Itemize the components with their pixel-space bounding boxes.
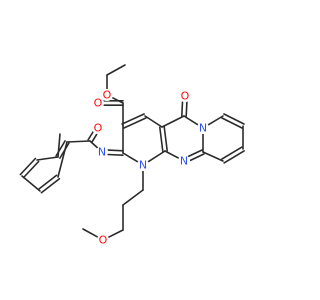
- bond-p1-p2-line2: [223, 113, 245, 125]
- bond-c_amide-o_amide-line1: [91, 133, 98, 143]
- atom-label-o: O: [99, 234, 108, 247]
- bond-c2-n_imine-line1: [107, 149, 124, 152]
- atom-label-n: N: [139, 159, 147, 172]
- bond-c6a-n11-line1: [187, 149, 203, 158]
- bond-b2-b3: [36, 156, 59, 161]
- bond-b3-b4-line2: [22, 160, 40, 179]
- atom-label-background: [179, 90, 191, 102]
- atom-label-background: [97, 234, 109, 246]
- bond-b3-b4-line1: [19, 157, 37, 176]
- bonds-layer: [19, 64, 245, 239]
- atom-label-o: O: [103, 89, 112, 102]
- bond-b5-b6-line1: [40, 177, 61, 194]
- atom-label-background: [101, 89, 113, 101]
- bond-o_ether-c_ome: [82, 228, 99, 238]
- bond-c3-c4-line2: [121, 113, 145, 125]
- bond-n6-p1: [207, 115, 224, 126]
- bond-c5-o5-line1: [185, 101, 188, 117]
- atom-o5: O: [179, 90, 191, 103]
- bond-c5-n6: [183, 115, 199, 126]
- bond-p3-p4-line2: [223, 150, 245, 164]
- bond-c4a-c5: [161, 115, 185, 128]
- bond-b4-b5: [21, 175, 41, 192]
- atom-label-n: N: [199, 122, 207, 135]
- atom-label-n: N: [180, 155, 188, 168]
- bond-b5-b6-line2: [37, 174, 58, 191]
- bond-c_amide-b1: [66, 140, 91, 143]
- atom-label-background: [96, 146, 108, 158]
- bond-p3-p4-line1: [221, 146, 243, 160]
- atom-label-background: [178, 155, 190, 167]
- atom-label-o: O: [94, 122, 103, 135]
- atom-label-background: [197, 122, 209, 134]
- atom-o_amide: O: [92, 122, 104, 135]
- bond-c4a-c10a-line2: [163, 125, 168, 152]
- bond-n11-c10a: [164, 150, 180, 159]
- background: [0, 0, 300, 300]
- atom-n11: N: [178, 155, 190, 168]
- bond-c2-n_imine-line2: [107, 153, 124, 156]
- bond-c4a-c10a-line1: [159, 126, 164, 153]
- atom-label-o: O: [94, 97, 103, 110]
- atom-n1: N: [137, 159, 149, 172]
- bond-c_et_ch3-c_et_ch2: [106, 64, 126, 76]
- atom-label-background: [137, 159, 149, 171]
- bond-pr3-o_ether: [107, 229, 124, 239]
- bond-c10a-n1: [147, 150, 166, 163]
- atom-label-n: N: [98, 146, 106, 159]
- bond-b6-b1: [57, 141, 68, 178]
- atom-o_carbonyl: O: [92, 97, 104, 110]
- atom-n_imine: N: [96, 146, 108, 159]
- atom-o_ester: O: [101, 89, 113, 102]
- bond-pr1-pr2: [122, 189, 144, 206]
- atom-n6: N: [197, 122, 209, 135]
- bond-n1-c2: [122, 152, 139, 163]
- bond-c3-c4-line1: [123, 117, 147, 129]
- atom-label-background: [92, 97, 104, 109]
- bond-c_amide-o_amide-line2: [87, 131, 94, 141]
- atom-o_ether: O: [97, 234, 109, 247]
- bond-c4-c4a: [144, 115, 163, 128]
- atom-label-o: O: [181, 90, 190, 103]
- bond-c6a-n11-line2: [189, 153, 205, 162]
- bond-b2-c_me: [57, 133, 61, 158]
- bond-p1-p2-line1: [221, 117, 243, 129]
- bond-p4-c6a: [202, 151, 224, 162]
- atom-label-background: [92, 122, 104, 134]
- bond-c5-o5-line2: [181, 101, 184, 117]
